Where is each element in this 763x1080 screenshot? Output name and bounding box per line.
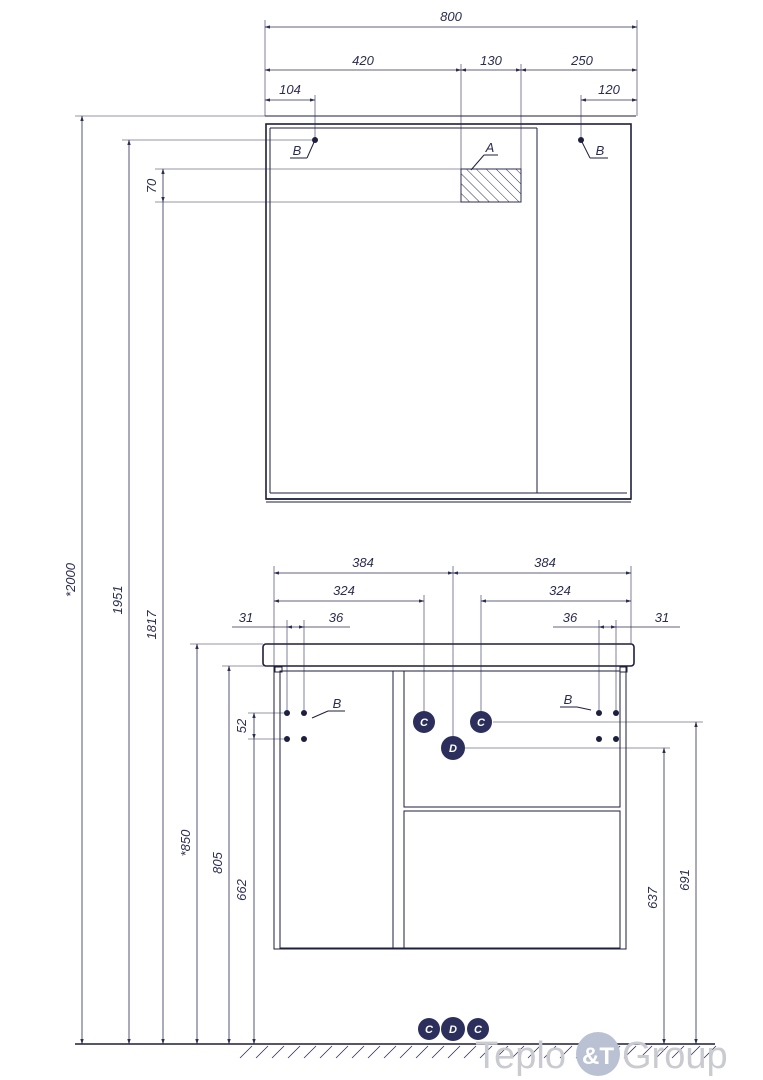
marker-c-floor-right: C	[467, 1018, 489, 1040]
floor-hatch-tick	[639, 1045, 653, 1059]
watermark-logo-icon	[576, 1032, 620, 1076]
dim-36-left: 36	[329, 610, 344, 625]
vertical-dimensions: *2000 1951 1817 *850 805 662 637 691	[63, 115, 703, 1045]
dim-850: *850	[178, 829, 193, 857]
floor-hatch-tick	[415, 1045, 429, 1059]
dim-130: 130	[480, 53, 502, 68]
floor-hatch-tick	[287, 1045, 301, 1059]
dim-800: 800	[440, 9, 462, 24]
hatch-zone-a	[460, 168, 522, 203]
floor-hatch-tick	[399, 1045, 413, 1059]
label-b-top-left: B	[293, 143, 302, 158]
svg-text:D: D	[449, 743, 457, 755]
svg-text:C: C	[425, 1024, 434, 1036]
dim-805: 805	[210, 851, 225, 873]
dim-120: 120	[598, 82, 620, 97]
label-a: A	[485, 140, 495, 155]
floor-hatch-tick	[367, 1045, 381, 1059]
label-b-vanity-right: B	[564, 692, 573, 707]
vanity-cabinet	[262, 643, 635, 950]
dim-637: 637	[645, 886, 660, 908]
marker-c-left: C	[413, 711, 435, 733]
label-b-top-right: B	[596, 143, 605, 158]
vanity-mount-points: B B	[284, 692, 619, 742]
floor-hatch-tick	[431, 1045, 445, 1059]
dim-2000: *2000	[63, 562, 78, 597]
watermark: Teplo &T Group	[475, 1032, 728, 1077]
floor-hatch-tick	[495, 1045, 509, 1059]
floor-hatch-tick	[383, 1045, 397, 1059]
dim-36-right: 36	[563, 610, 578, 625]
watermark-left: Teplo	[475, 1035, 566, 1077]
mirror-cabinet	[265, 115, 636, 503]
marker-d-floor: D	[441, 1017, 465, 1041]
dim-250: 250	[570, 53, 593, 68]
floor-hatch-tick	[655, 1045, 669, 1059]
floor-hatch-tick	[447, 1045, 461, 1059]
top-mount-points: B B	[290, 137, 608, 159]
dim-31-left: 31	[239, 610, 253, 625]
floor-hatch-tick	[351, 1045, 365, 1059]
label-b-vanity-left: B	[333, 696, 342, 711]
marker-c-floor-left: C	[418, 1018, 440, 1040]
floor-hatch-tick	[703, 1045, 717, 1059]
floor-hatch-tick	[319, 1045, 333, 1059]
dim-104: 104	[279, 82, 301, 97]
top-dimensions: 800 420 130 250 104 120 70 A	[144, 9, 638, 203]
floor-hatch-tick	[303, 1045, 317, 1059]
dim-420: 420	[352, 53, 374, 68]
svg-text:C: C	[477, 717, 486, 729]
dim-70: 70	[144, 178, 159, 193]
floor-hatch-tick	[511, 1045, 525, 1059]
dim-324-right: 324	[549, 583, 571, 598]
floor-hatch-tick	[623, 1045, 637, 1059]
floor-hatch-tick	[671, 1045, 685, 1059]
dim-31-right: 31	[655, 610, 669, 625]
dim-384-left: 384	[352, 555, 374, 570]
dim-384-right: 384	[534, 555, 556, 570]
marker-c-right: C	[470, 711, 492, 733]
dim-662: 662	[234, 878, 249, 900]
floor-hatch-tick	[479, 1045, 493, 1059]
floor-hatch-tick	[527, 1045, 541, 1059]
svg-text:D: D	[449, 1024, 457, 1036]
dim-1817: 1817	[144, 610, 159, 640]
watermark-right: Group	[622, 1035, 728, 1077]
svg-text:C: C	[420, 717, 429, 729]
floor-hatch-tick	[239, 1045, 253, 1059]
svg-text:C: C	[474, 1024, 483, 1036]
floor-hatch-tick	[255, 1045, 269, 1059]
marker-d: D	[441, 736, 465, 760]
floor-hatch-tick	[271, 1045, 285, 1059]
floor-hatch-tick	[463, 1045, 477, 1059]
dim-324-left: 324	[333, 583, 355, 598]
dim-52: 52	[234, 718, 249, 733]
dim-1951: 1951	[110, 586, 125, 615]
floor-hatch-tick	[543, 1045, 557, 1059]
floor-hatch-tick	[687, 1045, 701, 1059]
connection-markers: C C D C D C	[413, 711, 492, 1041]
vanity-dimensions: 384 384 324 324 31 36 36 31 52	[232, 555, 680, 745]
dim-691: 691	[677, 869, 692, 891]
floor-hatch-tick	[559, 1045, 573, 1059]
floor-hatch-tick	[335, 1045, 349, 1059]
watermark-logo-text: &T	[582, 1043, 614, 1070]
